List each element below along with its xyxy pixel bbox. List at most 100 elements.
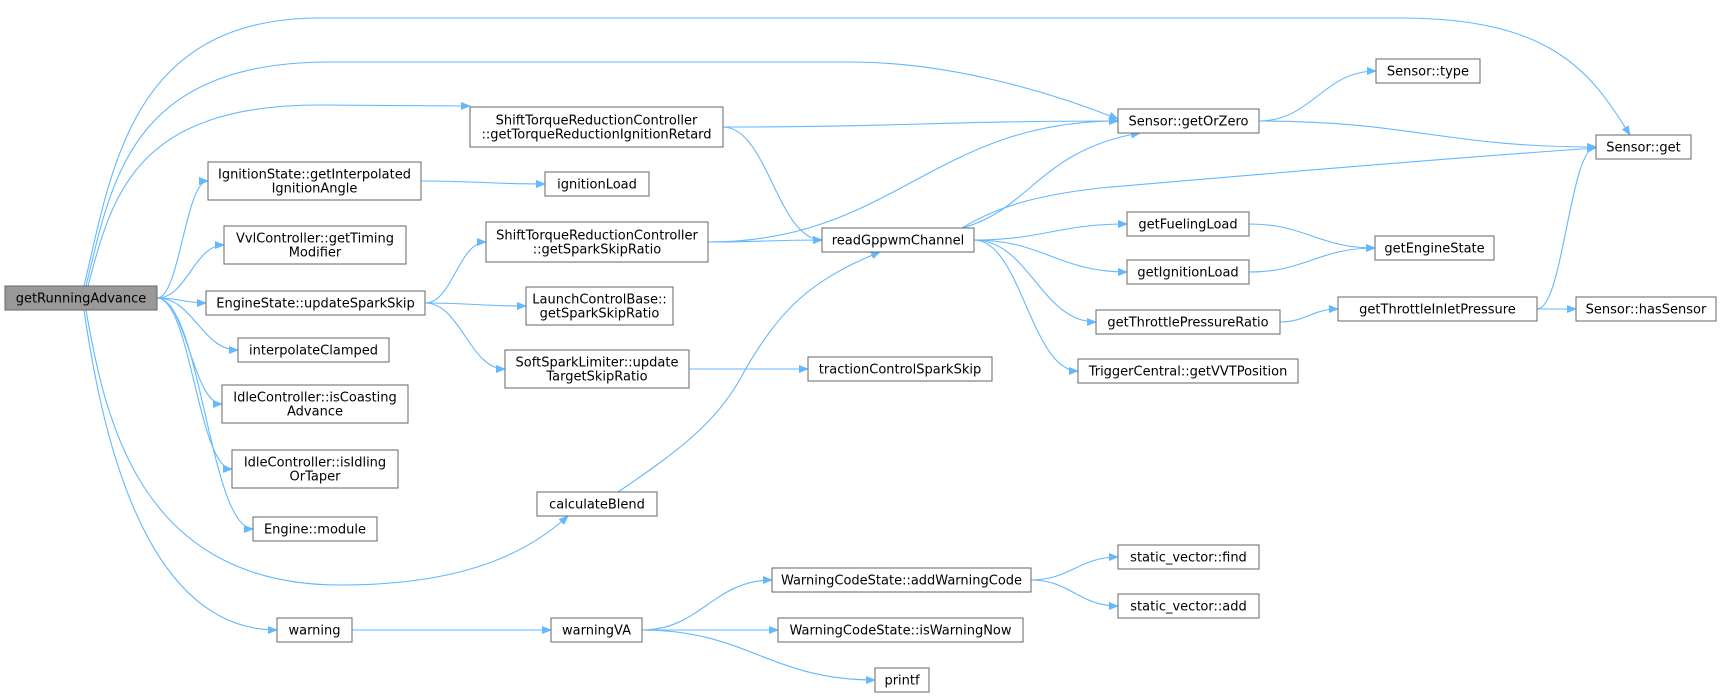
node-box	[252, 516, 378, 542]
edge-calculate-blend-to-read-gppwm	[617, 251, 881, 493]
node-label: getFuelingLoad	[1138, 218, 1237, 233]
node-label: Sensor::getOrZero	[1129, 115, 1249, 130]
node-box	[231, 449, 399, 489]
node-label: LaunchControlBase::	[532, 293, 666, 308]
node-box	[771, 567, 1032, 593]
node-get-fueling-load[interactable]: getFuelingLoad	[1126, 211, 1250, 237]
node-box	[207, 161, 422, 201]
node-label: warning	[288, 624, 340, 639]
node-sensor-type[interactable]: Sensor::type	[1375, 58, 1481, 84]
node-is-warning-now[interactable]: WarningCodeState::isWarningNow	[777, 617, 1024, 643]
node-label: getSparkSkipRatio	[540, 307, 660, 322]
node-box	[1117, 593, 1260, 619]
edge-ignition-interp-to-ignition-load	[420, 179, 546, 188]
node-get-engine-state[interactable]: getEngineState	[1374, 235, 1495, 261]
edge-get-ignition-load-to-get-engine-state	[1248, 244, 1376, 273]
node-label: SoftSparkLimiter::update	[516, 356, 679, 371]
edge-shift-retard-to-read-gppwm	[722, 126, 823, 244]
node-sensor-get[interactable]: Sensor::get	[1595, 134, 1692, 160]
node-box	[205, 290, 426, 316]
node-box	[536, 491, 658, 517]
node-engine-module[interactable]: Engine::module	[252, 516, 378, 542]
edge-get-running-advance-to-sensor-get-or-zero	[85, 61, 1119, 287]
edge-get-running-advance-to-is-idling	[156, 297, 233, 473]
node-box	[1117, 544, 1260, 570]
node-warning-va[interactable]: warningVA	[550, 617, 643, 643]
edge-sensor-get-or-zero-to-sensor-type	[1258, 67, 1377, 122]
node-get-ignition-load[interactable]: getIgnitionLoad	[1126, 259, 1250, 285]
edge-layer	[83, 17, 1631, 684]
node-printf[interactable]: printf	[874, 667, 930, 693]
node-box	[4, 285, 158, 311]
node-label: Advance	[287, 405, 343, 420]
edge-get-running-advance-to-calculate-blend	[85, 309, 569, 586]
node-traction-skip[interactable]: tractionControlSparkSkip	[807, 356, 993, 382]
edge-read-gppwm-to-get-throttle-ratio	[973, 239, 1097, 326]
node-vec-add[interactable]: static_vector::add	[1117, 593, 1260, 619]
edge-warning-va-to-add-warning-code	[641, 576, 773, 631]
node-box	[1337, 296, 1538, 322]
node-ignition-interp[interactable]: IgnitionState::getInterpolatedIgnitionAn…	[207, 161, 422, 201]
node-box	[1126, 211, 1250, 237]
edge-read-gppwm-to-get-ignition-load	[973, 239, 1128, 276]
node-label: tractionControlSparkSkip	[819, 363, 981, 378]
node-calculate-blend[interactable]: calculateBlend	[536, 491, 658, 517]
edge-shift-skip-to-sensor-get-or-zero	[707, 117, 1119, 243]
node-layer: getRunningAdvance ShiftTorqueReductionCon…	[4, 58, 1717, 693]
node-label: IgnitionAngle	[272, 182, 358, 197]
node-shift-retard[interactable]: ShiftTorqueReductionController::getTorqu…	[469, 106, 724, 148]
node-label: calculateBlend	[549, 498, 645, 513]
edge-sensor-get-or-zero-to-sensor-get	[1258, 120, 1597, 151]
node-get-throttle-ratio[interactable]: getThrottlePressureRatio	[1095, 309, 1281, 335]
node-warning[interactable]: warning	[276, 617, 353, 643]
node-box	[1095, 309, 1281, 335]
node-box	[276, 617, 353, 643]
node-get-running-advance[interactable]: getRunningAdvance	[4, 285, 158, 311]
node-shift-skip[interactable]: ShiftTorqueReductionController::getSpark…	[485, 221, 709, 263]
node-label: getRunningAdvance	[16, 292, 147, 307]
node-box	[544, 171, 650, 197]
edge-read-gppwm-to-get-vvt	[973, 239, 1079, 375]
node-ignition-load[interactable]: ignitionLoad	[544, 171, 650, 197]
edge-get-running-advance-to-sensor-get	[83, 17, 1631, 287]
node-label: interpolateClamped	[249, 344, 378, 359]
edge-get-throttle-inlet-to-sensor-get	[1536, 143, 1597, 310]
node-box	[550, 617, 643, 643]
node-add-warning-code[interactable]: WarningCodeState::addWarningCode	[771, 567, 1032, 593]
node-label: EngineState::updateSparkSkip	[216, 297, 415, 312]
node-launch-skip[interactable]: LaunchControlBase::getSparkSkipRatio	[525, 286, 674, 326]
node-label: OrTaper	[290, 470, 342, 485]
node-update-spark-skip[interactable]: EngineState::updateSparkSkip	[205, 290, 426, 316]
node-label: VvlController::getTiming	[236, 232, 394, 247]
node-sensor-has-sensor[interactable]: Sensor::hasSensor	[1575, 296, 1717, 322]
node-get-vvt[interactable]: TriggerCentral::getVVTPosition	[1077, 358, 1299, 384]
node-box	[1374, 235, 1495, 261]
edge-shift-retard-to-sensor-get-or-zero	[722, 117, 1119, 128]
node-label: Sensor::hasSensor	[1586, 303, 1707, 318]
node-label: WarningCodeState::addWarningCode	[781, 574, 1022, 589]
edge-warning-va-to-printf	[641, 629, 876, 684]
node-box	[1375, 58, 1481, 84]
node-sensor-get-or-zero[interactable]: Sensor::getOrZero	[1117, 108, 1260, 134]
node-read-gppwm[interactable]: readGppwmChannel	[821, 227, 975, 253]
node-vec-find[interactable]: static_vector::find	[1117, 544, 1260, 570]
node-get-throttle-inlet[interactable]: getThrottleInletPressure	[1337, 296, 1538, 322]
edge-update-spark-skip-to-launch-skip	[424, 301, 527, 310]
node-box	[237, 337, 390, 363]
node-label: getThrottlePressureRatio	[1107, 316, 1268, 331]
node-interpolate-clamped[interactable]: interpolateClamped	[237, 337, 390, 363]
edge-get-throttle-ratio-to-get-throttle-inlet	[1279, 305, 1339, 323]
node-box	[469, 106, 724, 148]
node-box	[1077, 358, 1299, 384]
edge-update-spark-skip-to-soft-spark	[424, 302, 506, 373]
edge-get-running-advance-to-interpolate-clamped	[156, 297, 239, 354]
edge-add-warning-code-to-vec-add	[1030, 579, 1119, 610]
edge-get-running-advance-to-shift-retard	[87, 101, 471, 287]
node-label: readGppwmChannel	[832, 234, 965, 249]
node-label: IdleController::isCoasting	[233, 391, 397, 406]
